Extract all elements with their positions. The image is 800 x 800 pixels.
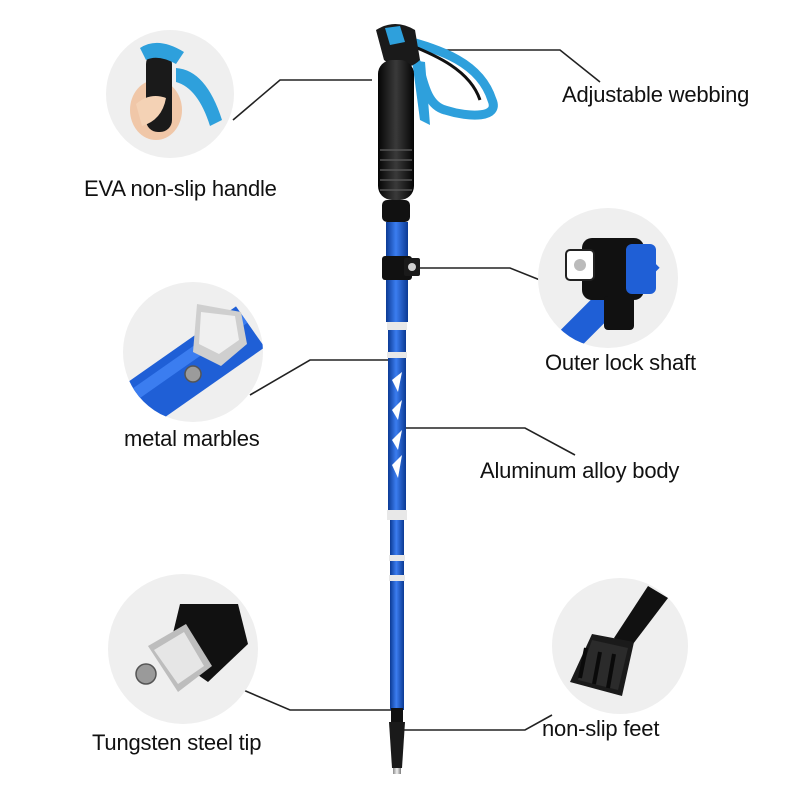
metal-marble-icon bbox=[123, 304, 263, 422]
rubber-foot-icon bbox=[570, 586, 668, 696]
hand-grip-icon bbox=[130, 42, 222, 140]
strap-tail bbox=[412, 60, 430, 125]
strap bbox=[396, 32, 498, 120]
label-tip: Tungsten steel tip bbox=[92, 730, 262, 755]
handle-top bbox=[376, 24, 420, 68]
leader-feet bbox=[404, 714, 553, 731]
label-body: Aluminum alloy body bbox=[480, 458, 680, 483]
handle-detail-circle bbox=[106, 30, 234, 158]
label-feet: non-slip feet bbox=[542, 716, 660, 741]
label-webbing: Adjustable webbing bbox=[562, 82, 750, 107]
leader-body bbox=[405, 427, 576, 456]
feet-detail-circle bbox=[552, 578, 688, 714]
lower-shaft bbox=[390, 520, 404, 710]
leader-handle bbox=[232, 79, 372, 121]
leader-webbing bbox=[438, 49, 601, 83]
rubber-foot bbox=[389, 722, 405, 768]
tungsten-tip-icon bbox=[135, 604, 248, 692]
leader-marbles bbox=[249, 359, 392, 396]
leader-lock bbox=[420, 267, 546, 283]
tip-detail-circle bbox=[108, 574, 258, 724]
label-marbles: metal marbles bbox=[124, 426, 260, 451]
flip-lock-icon bbox=[556, 238, 660, 348]
lock-detail-circle bbox=[538, 208, 678, 348]
handle-grip bbox=[378, 60, 414, 200]
marbles-detail-circle bbox=[123, 282, 263, 422]
label-lock: Outer lock shaft bbox=[545, 350, 696, 375]
label-handle: EVA non-slip handle bbox=[84, 176, 277, 201]
